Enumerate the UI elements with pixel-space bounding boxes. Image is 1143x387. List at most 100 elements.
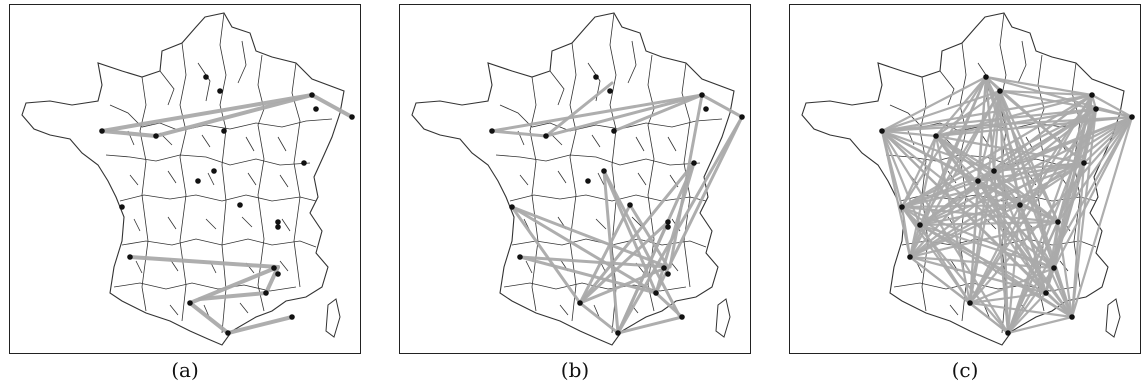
edge (100, 129, 158, 138)
node (611, 128, 617, 134)
edge (518, 255, 658, 295)
island-outline (325, 298, 341, 338)
edge (900, 205, 1056, 270)
edge (602, 169, 620, 335)
node (1017, 202, 1023, 208)
edge (900, 169, 996, 209)
node (627, 202, 633, 208)
node (907, 254, 913, 260)
department-boundary (519, 170, 679, 188)
node (739, 114, 745, 120)
map-b (411, 12, 745, 346)
edge (1006, 93, 1094, 335)
edge (908, 255, 1048, 295)
edge (612, 93, 704, 133)
node (585, 178, 591, 184)
node (217, 88, 223, 94)
node (489, 128, 495, 134)
island-outline (1105, 298, 1121, 338)
edge (1094, 107, 1134, 119)
department-boundary (135, 258, 289, 274)
edge (968, 266, 1056, 305)
node (577, 300, 583, 306)
edge (934, 115, 1134, 138)
department-boundary (133, 216, 291, 232)
panel-b (399, 4, 751, 354)
node (1069, 314, 1075, 320)
department-boundary (121, 238, 317, 248)
edge (934, 134, 1086, 165)
edge (900, 203, 1022, 209)
department-boundary (129, 170, 289, 188)
department-boundary (291, 62, 301, 288)
edge (1090, 93, 1134, 119)
node (271, 265, 277, 271)
department-boundary (119, 194, 317, 202)
country-outline (21, 12, 345, 346)
node (1089, 92, 1095, 98)
edge (908, 220, 1060, 259)
edge (900, 93, 1094, 209)
edge (226, 315, 294, 335)
edge (1052, 115, 1134, 270)
edge (510, 205, 670, 269)
node (691, 160, 697, 166)
edge (602, 169, 658, 295)
department-boundary (647, 54, 655, 312)
node (153, 133, 159, 139)
node (983, 74, 989, 80)
edge (880, 75, 988, 133)
department-boundary (109, 104, 333, 132)
node (665, 224, 671, 230)
node (263, 290, 269, 296)
edge (544, 93, 704, 138)
edge (100, 93, 314, 133)
panel-a (9, 4, 361, 354)
edge (1006, 315, 1074, 335)
edge (188, 301, 230, 335)
node (99, 128, 105, 134)
edge (968, 203, 1022, 305)
map-outline (21, 12, 345, 346)
department-boundary (549, 40, 637, 106)
edge (198, 291, 268, 301)
node (933, 133, 939, 139)
edge (976, 179, 1074, 319)
edge (900, 161, 1086, 209)
node (543, 133, 549, 139)
edge (968, 301, 1074, 319)
edge (1044, 266, 1056, 295)
edge (654, 115, 744, 295)
edge (984, 75, 1134, 119)
edge (1006, 115, 1134, 335)
department-boundary (525, 258, 679, 274)
edge (1018, 115, 1134, 207)
node (661, 265, 667, 271)
node (275, 271, 281, 277)
edge (998, 89, 1098, 111)
map-a (21, 12, 355, 346)
edge (968, 169, 996, 305)
department-boundary (105, 154, 311, 166)
node (509, 204, 515, 210)
caption-b: (b) (560, 358, 590, 382)
edge (992, 169, 1060, 224)
edge (518, 255, 670, 269)
edge (154, 93, 314, 138)
edge (1052, 266, 1074, 319)
edge (968, 301, 1010, 335)
edge (918, 223, 1048, 295)
node (665, 271, 671, 277)
edge (578, 161, 696, 305)
edge (992, 161, 1086, 173)
edge (1056, 220, 1074, 319)
nodes (489, 74, 745, 336)
node (601, 168, 607, 174)
node (997, 88, 1003, 94)
edge (1070, 115, 1134, 319)
node (1043, 290, 1049, 296)
edge (700, 93, 744, 119)
edge (908, 203, 1022, 259)
edge (900, 205, 1060, 224)
node (349, 114, 355, 120)
